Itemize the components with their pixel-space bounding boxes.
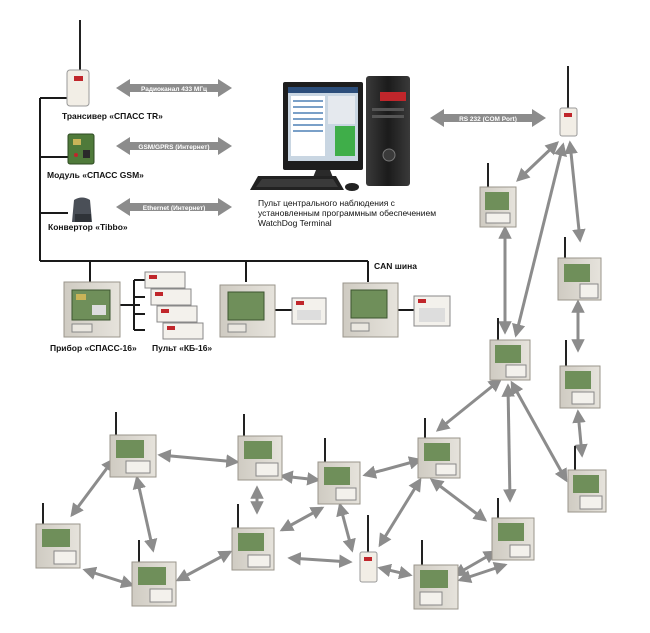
wireless-panel-2	[557, 237, 602, 301]
wireless-panel-11	[231, 504, 275, 571]
gsm-link-arrow: GSM/GPRS (Интернет)	[116, 137, 232, 155]
wireless-panel-1	[479, 163, 517, 228]
radio-link-label: Радиоканал 433 МГц	[141, 86, 207, 93]
wired-keypad-3-icon	[413, 295, 451, 327]
wireless-panel-7	[491, 498, 535, 561]
central-computer-icon	[250, 76, 410, 191]
wireless-panel-3	[489, 318, 531, 381]
gsm-module-icon	[67, 133, 95, 165]
gsm-link-label: GSM/GPRS (Интернет)	[138, 144, 209, 151]
radio-link-arrow: Радиоканал 433 МГц	[116, 79, 232, 97]
wireless-panel-10	[237, 414, 283, 481]
rs232-transceiver-icon	[559, 66, 578, 137]
wireless-panel-4	[559, 340, 601, 409]
wireless-panel-6	[417, 418, 461, 479]
rs232-link-label: RS 232 (COM Port)	[459, 116, 517, 123]
wireless-panel-14	[131, 540, 177, 607]
wired-panel-3-icon	[342, 282, 399, 338]
converter-label: Конвертор «Tibbo»	[48, 222, 128, 232]
wireless-panel-13	[35, 503, 81, 569]
wired-panel-2-icon	[219, 284, 276, 338]
gsm-module-label: Модуль «СПАСС GSM»	[47, 170, 144, 180]
left-bus-lines	[39, 97, 414, 331]
wireless-panel-5	[567, 446, 607, 513]
transceiver-device-icon	[66, 20, 90, 107]
wireless-panel-12	[109, 412, 157, 478]
wireless-link-arrows	[70, 140, 588, 589]
ethernet-link-arrow: Ethernet (Интернет)	[116, 198, 232, 216]
kb16-label: Пульт «КБ-16»	[152, 343, 212, 353]
wireless-panel-9	[317, 438, 361, 505]
spass16-label: Прибор «СПАСС-16»	[50, 343, 137, 353]
spass16-panel-icon	[63, 281, 121, 338]
kb16-keypads-icon	[144, 271, 204, 340]
rs232-link-arrow: RS 232 (COM Port)	[430, 109, 546, 127]
wireless-panel-8	[413, 540, 459, 610]
wired-keypad-2-icon	[291, 297, 327, 325]
mesh-transceiver-icon	[359, 515, 378, 583]
central-station-text-line2: установленным программным обеспечением	[258, 208, 436, 218]
central-station-text-line1: Пульт центрального наблюдения с	[258, 198, 396, 208]
converter-icon	[72, 197, 92, 222]
central-station-text-line3: WatchDog Terminal	[258, 218, 332, 228]
ethernet-link-label: Ethernet (Интернет)	[143, 205, 206, 212]
transceiver-label: Трансивер «СПАСС TR»	[62, 111, 163, 121]
can-bus-label: CAN шина	[374, 261, 417, 271]
